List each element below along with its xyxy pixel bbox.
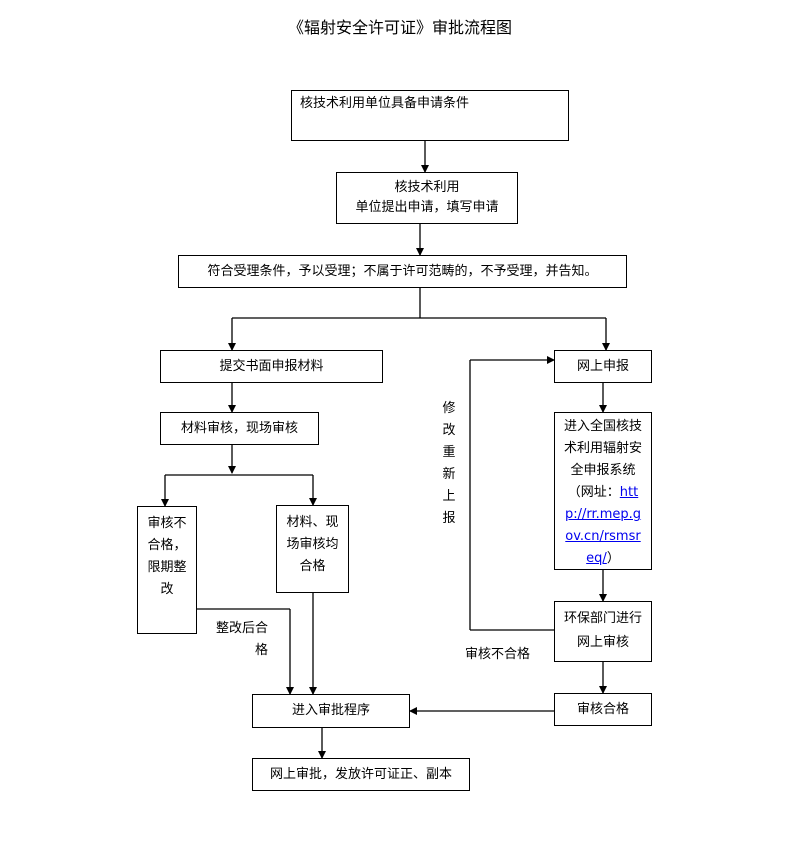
node-review-qualified: 审核合格: [554, 693, 652, 726]
node-review-fail-rectify: 审核不合格，限期整改: [137, 506, 197, 634]
node-epa-online-review: 环保部门进行网上审核: [554, 601, 652, 662]
node-material-site-review: 材料审核，现场审核: [160, 412, 319, 445]
node-national-system: 进入全国核技术利用辐射安全申报系统（网址：http://rr.mep.gov.c…: [554, 412, 652, 570]
label-rectified-pass: 整改后合格: [215, 621, 268, 658]
node-applicant-conditions: 核技术利用单位具备申请条件: [291, 90, 569, 141]
node-submit-application: 核技术利用 单位提出申请，填写申请: [336, 172, 518, 224]
page-title: 《辐射安全许可证》审批流程图: [287, 18, 512, 37]
node-review-pass: 材料、现场审核均合格: [276, 505, 349, 593]
label-resubmit: 修改重新上报: [442, 401, 456, 526]
node-online-report: 网上申报: [554, 350, 652, 383]
node-acceptance: 符合受理条件，予以受理；不属于许可范畴的，不予受理，并告知。: [178, 255, 627, 288]
node-enter-approval: 进入审批程序: [252, 694, 410, 728]
node-submit-application-line2: 单位提出申请，填写申请: [355, 200, 499, 215]
node-national-system-text: 进入全国核技术利用辐射安全申报系统（网址：: [564, 419, 643, 500]
system-url-link[interactable]: http://rr.mep.gov.cn/rsmsreq/: [564, 485, 642, 566]
node-submit-application-line1: 核技术利用: [394, 180, 460, 195]
label-review-fail: 审核不合格: [465, 647, 531, 662]
node-paper-submission: 提交书面申报材料: [160, 350, 383, 383]
node-issue-license: 网上审批，发放许可证正、副本: [252, 758, 470, 791]
node-national-system-tail: ）: [606, 551, 620, 566]
